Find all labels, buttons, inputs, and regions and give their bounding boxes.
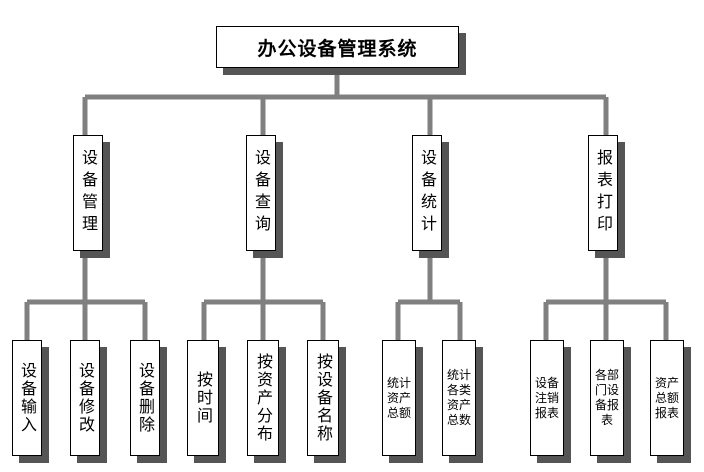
system-title: 办公设备管理系统 — [257, 37, 418, 60]
system-title-box: 办公设备管理系统 — [216, 26, 459, 68]
leaf-box-department-equipment-report: 各部门设备报表 — [590, 340, 624, 456]
leaf-label: 按资产分布 — [254, 353, 273, 443]
leaf-box-equipment-modify: 设备修改 — [70, 340, 100, 456]
category-label: 设备管理 — [79, 149, 98, 237]
leaf-label-line: 总数 — [446, 413, 471, 427]
category-box-equipment-query: 设备查询 — [246, 135, 276, 251]
leaf-label: 按设备名称 — [314, 353, 333, 443]
leaf-label-line: 注销 — [534, 390, 559, 405]
leaf-box-by-time: 按时间 — [187, 340, 219, 456]
leaf-label: 设备删除 — [136, 362, 155, 434]
leaf-box-by-asset-distribution: 按资产分布 — [247, 340, 279, 456]
category-box-equipment-management: 设备管理 — [73, 135, 103, 251]
leaf-label-line: 设备 — [534, 375, 559, 390]
leaf-box-deregistration-report: 设备注销报表 — [530, 340, 564, 456]
category-label: 报表打印 — [594, 149, 613, 237]
leaf-label: 资产总额报表 — [655, 376, 679, 421]
leaf-label-line: 资产 — [386, 390, 411, 405]
leaf-label-line: 资产 — [654, 375, 679, 390]
leaf-box-asset-count-by-type: 统计各类资产总数 — [442, 340, 476, 456]
category-label: 设备统计 — [418, 149, 437, 237]
leaf-label: 统计资产总额 — [387, 376, 411, 421]
leaf-label-line: 门设 — [594, 383, 619, 397]
leaf-label-line: 报表 — [534, 405, 559, 420]
leaf-label-line: 各类 — [446, 383, 471, 397]
leaf-label-line: 各部 — [594, 368, 619, 382]
leaf-label: 设备修改 — [76, 362, 95, 434]
leaf-box-total-asset-report: 资产总额报表 — [650, 340, 684, 456]
leaf-box-total-asset-value: 统计资产总额 — [382, 340, 416, 456]
leaf-label-line: 统计 — [446, 368, 471, 382]
leaf-label-line: 备报 — [594, 398, 619, 412]
leaf-label-line: 总额 — [654, 390, 679, 405]
leaf-label-line: 总额 — [386, 405, 411, 420]
category-box-report-printing: 报表打印 — [588, 135, 618, 251]
leaf-label: 各部门设备报表 — [595, 368, 619, 428]
leaf-box-equipment-input: 设备输入 — [12, 340, 42, 456]
leaf-label: 设备注销报表 — [535, 376, 559, 421]
leaf-label-line: 统计 — [386, 375, 411, 390]
leaf-label: 设备输入 — [18, 362, 37, 434]
leaf-label-line: 资产 — [446, 398, 471, 412]
leaf-label-line: 报表 — [654, 405, 679, 420]
leaf-label-line: 表 — [600, 413, 613, 427]
leaf-label: 按时间 — [194, 371, 213, 425]
leaf-box-by-equipment-name: 按设备名称 — [307, 340, 339, 456]
category-label: 设备查询 — [252, 149, 271, 237]
leaf-box-equipment-delete: 设备删除 — [130, 340, 160, 456]
category-box-equipment-statistics: 设备统计 — [412, 135, 442, 251]
leaf-label: 统计各类资产总数 — [447, 368, 471, 428]
